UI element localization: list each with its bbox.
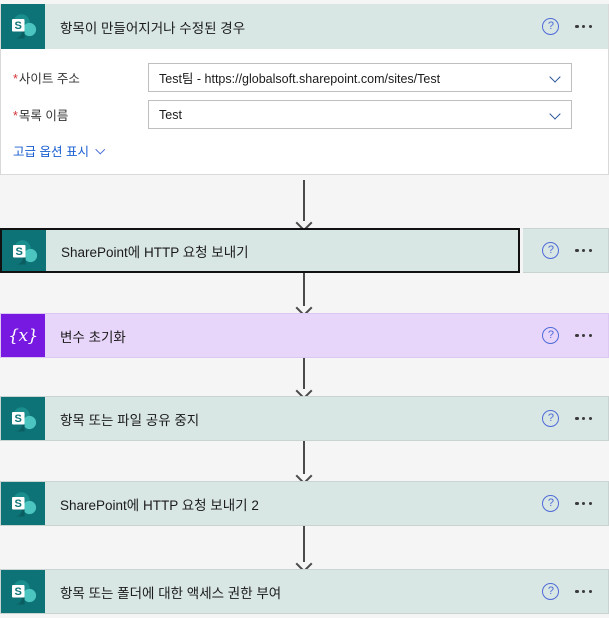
connector-line bbox=[303, 526, 305, 562]
sharepoint-icon: S bbox=[1, 397, 45, 440]
variables-glyph: {x} bbox=[8, 325, 38, 346]
action-card[interactable]: S SharePoint에 HTTP 요청 보내기 2? bbox=[0, 481, 609, 526]
action-card-title: 항목 또는 파일 공유 중지 bbox=[60, 412, 200, 428]
action-card-actions: ? bbox=[536, 314, 608, 357]
action-card-title: 항목 또는 폴더에 대한 액세스 권한 부여 bbox=[60, 585, 282, 601]
action-card-actions: ? bbox=[536, 397, 608, 440]
action-card[interactable]: S SharePoint에 HTTP 요청 보내기 bbox=[0, 228, 520, 273]
sharepoint-icon: S bbox=[2, 230, 46, 271]
action-card[interactable]: S 항목 또는 폴더에 대한 액세스 권한 부여? bbox=[0, 569, 609, 614]
site-address-value: Test팀 - https://globalsoft.sharepoint.co… bbox=[159, 72, 441, 86]
show-advanced-options-label: 고급 옵션 표시 bbox=[13, 145, 89, 159]
ellipsis-icon[interactable] bbox=[573, 328, 594, 343]
ellipsis-icon[interactable] bbox=[573, 411, 594, 426]
field-row-site-address: *사이트 주소 Test팀 - https://globalsoft.share… bbox=[1, 59, 608, 96]
sharepoint-icon: S bbox=[1, 4, 45, 49]
trigger-title: 항목이 만들어지거나 수정된 경우 bbox=[60, 20, 246, 36]
ellipsis-icon[interactable] bbox=[573, 496, 594, 511]
field-label-text: 사이트 주소 bbox=[18, 72, 80, 86]
list-name-combobox[interactable]: Test bbox=[148, 100, 572, 129]
help-circle-icon[interactable]: ? bbox=[542, 18, 560, 35]
chevron-down-icon[interactable] bbox=[96, 144, 109, 157]
svg-text:S: S bbox=[15, 498, 22, 510]
field-label-list-name: *목록 이름 bbox=[13, 105, 148, 124]
action-card[interactable]: {x} 변수 초기화? bbox=[0, 313, 609, 358]
help-circle-icon[interactable]: ? bbox=[542, 410, 560, 427]
site-address-combobox[interactable]: Test팀 - https://globalsoft.sharepoint.co… bbox=[148, 63, 572, 92]
variables-braces-icon: {x} bbox=[1, 314, 45, 357]
required-asterisk: * bbox=[13, 72, 18, 86]
trigger-card-body: *사이트 주소 Test팀 - https://globalsoft.share… bbox=[1, 49, 608, 174]
action-card[interactable]: S 항목 또는 파일 공유 중지? bbox=[0, 396, 609, 441]
chevron-down-icon[interactable] bbox=[550, 108, 563, 121]
action-card-title: SharePoint에 HTTP 요청 보내기 2 bbox=[60, 497, 259, 513]
help-circle-icon[interactable]: ? bbox=[542, 583, 560, 600]
action-card-actions: ? bbox=[536, 570, 608, 613]
field-label-site-address: *사이트 주소 bbox=[13, 68, 148, 87]
action-card-title: 변수 초기화 bbox=[60, 329, 126, 345]
sharepoint-icon: S bbox=[1, 482, 45, 525]
svg-text:S: S bbox=[15, 20, 22, 32]
ellipsis-icon[interactable] bbox=[573, 19, 594, 34]
help-circle-icon[interactable]: ? bbox=[542, 242, 560, 259]
svg-text:S: S bbox=[15, 586, 22, 598]
connector-line bbox=[303, 358, 305, 389]
svg-text:S: S bbox=[16, 246, 23, 258]
connector-line bbox=[303, 180, 305, 221]
action-card-actions: ? bbox=[536, 229, 608, 272]
trigger-card-header[interactable]: S 항목이 만들어지거나 수정된 경우 ? bbox=[1, 4, 608, 49]
connector-line bbox=[303, 273, 305, 306]
chevron-down-icon[interactable] bbox=[550, 71, 563, 84]
sharepoint-icon: S bbox=[1, 570, 45, 613]
trigger-card-actions: ? bbox=[536, 4, 608, 49]
show-advanced-options-link[interactable]: 고급 옵션 표시 bbox=[1, 133, 109, 174]
list-name-value: Test bbox=[159, 107, 182, 122]
required-asterisk: * bbox=[13, 109, 18, 123]
ellipsis-icon[interactable] bbox=[573, 243, 594, 258]
help-circle-icon[interactable]: ? bbox=[542, 327, 560, 344]
field-row-list-name: *목록 이름 Test bbox=[1, 96, 608, 133]
ellipsis-icon[interactable] bbox=[573, 584, 594, 599]
connector-line bbox=[303, 441, 305, 474]
action-card-title: SharePoint에 HTTP 요청 보내기 bbox=[61, 244, 249, 260]
svg-text:S: S bbox=[15, 413, 22, 425]
action-card-actions-strip: ? bbox=[523, 228, 609, 273]
trigger-card[interactable]: S 항목이 만들어지거나 수정된 경우 ? *사이트 주소 Test팀 - ht… bbox=[0, 4, 609, 175]
action-card-actions: ? bbox=[536, 482, 608, 525]
help-circle-icon[interactable]: ? bbox=[542, 495, 560, 512]
field-label-text: 목록 이름 bbox=[18, 109, 69, 123]
